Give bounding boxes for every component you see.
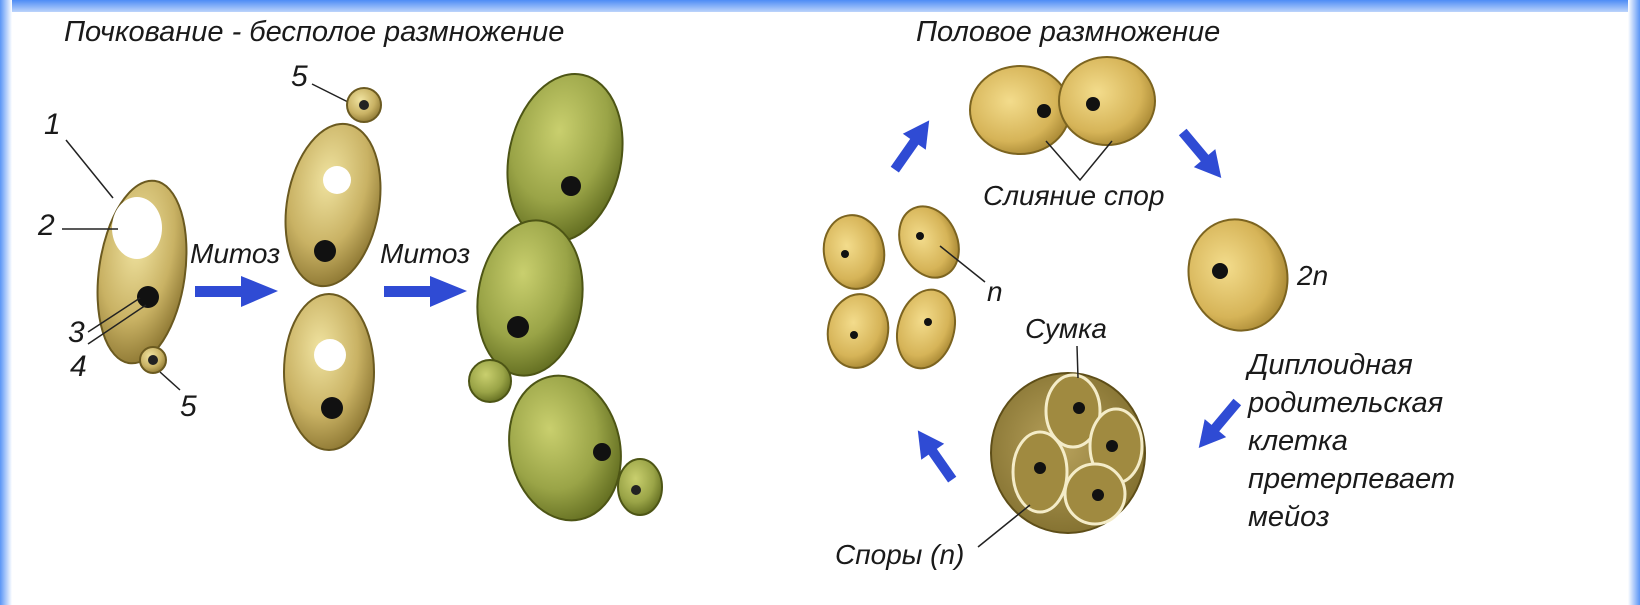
nucleus bbox=[137, 286, 159, 308]
part-label-4: 4 bbox=[70, 352, 87, 382]
diploid-line-5: мейоз bbox=[1248, 498, 1455, 536]
part-label-2: 2 bbox=[38, 211, 55, 241]
sexual-title: Половое размножение bbox=[916, 18, 1220, 47]
small-bud bbox=[140, 347, 166, 373]
zygote-label: 2n bbox=[1297, 262, 1328, 290]
vacuole bbox=[112, 197, 162, 259]
part-label-1: 1 bbox=[44, 110, 61, 140]
diploid-line-3: клетка bbox=[1248, 422, 1455, 460]
ascus-label: Сумка bbox=[1025, 315, 1107, 343]
mitosis-label-1: Митоз bbox=[190, 240, 280, 268]
spores-label: Споры (n) bbox=[835, 541, 964, 569]
bud-label-5: 5 bbox=[291, 62, 308, 92]
frame-left bbox=[0, 0, 12, 605]
asexual-title: Почкование - бесполое размножение bbox=[64, 18, 564, 47]
frame-top bbox=[0, 0, 1640, 12]
diploid-line-2: родительская bbox=[1248, 384, 1455, 422]
diploid-text: Диплоидная родительская клетка претерпев… bbox=[1248, 346, 1455, 536]
diploid-line-4: претерпевает bbox=[1248, 460, 1455, 498]
mitosis-label-2: Митоз bbox=[380, 240, 470, 268]
diploid-line-1: Диплоидная bbox=[1248, 346, 1455, 384]
frame-right bbox=[1628, 0, 1640, 605]
fusion-label: Слияние спор bbox=[983, 182, 1164, 210]
spore-label: n bbox=[987, 278, 1003, 306]
part-label-5: 5 bbox=[180, 392, 197, 422]
part-label-3: 3 bbox=[68, 318, 85, 348]
